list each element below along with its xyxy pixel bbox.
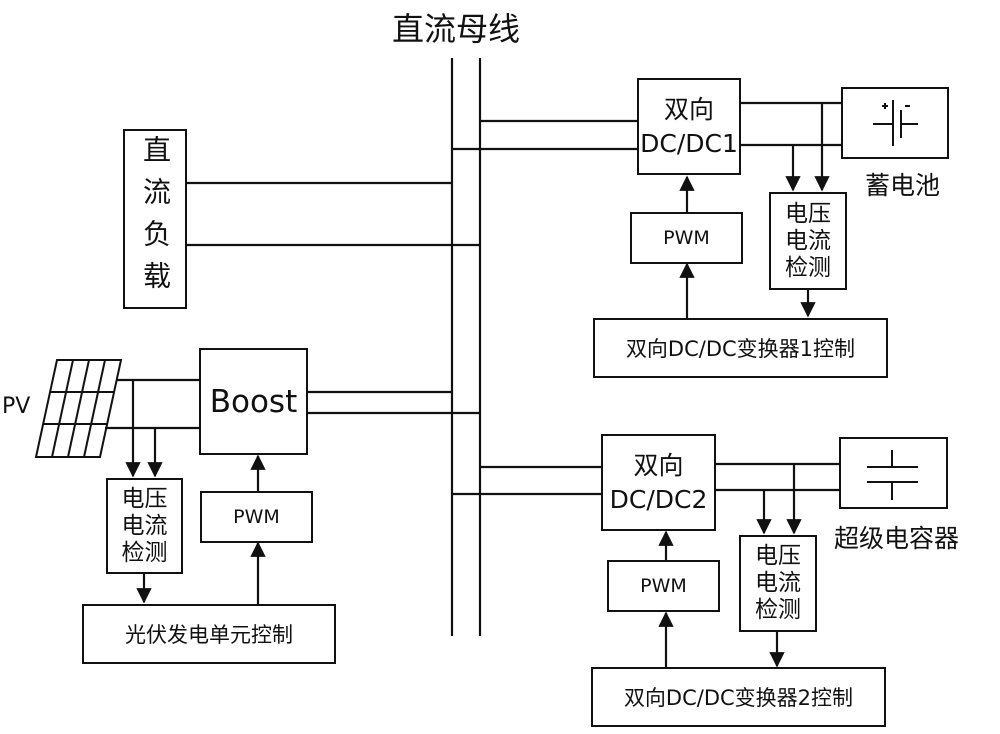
battery-sense-block[interactable]: 电压 电流 检测 <box>769 192 847 290</box>
pv-control-label: 光伏发电单元控制 <box>125 623 293 647</box>
dcdc1-pwm-block[interactable]: PWM <box>630 212 743 264</box>
battery-sense-line3: 检测 <box>785 254 831 281</box>
dc-load-block[interactable]: 直流负载 <box>123 129 187 309</box>
pv-label: PV <box>2 394 31 419</box>
pv-sense-line2: 电流 <box>121 512 168 539</box>
pv-control-block[interactable]: 光伏发电单元控制 <box>82 604 336 664</box>
battery-block[interactable] <box>841 87 949 159</box>
dcdc2-pwm-label: PWM <box>640 575 687 597</box>
dcdc1-control-block[interactable]: 双向DC/DC变换器1控制 <box>593 318 888 378</box>
supercap-sense-line1: 电压 <box>755 543 801 569</box>
dcdc1-converter-block[interactable]: 双向 DC/DC1 <box>637 78 741 175</box>
dc-bus-title: 直流母线 <box>392 10 521 48</box>
supercap-sense-line3: 检测 <box>755 597 801 623</box>
dcdc1-pwm-label: PWM <box>663 227 710 249</box>
dcdc2-control-block[interactable]: 双向DC/DC变换器2控制 <box>591 667 886 727</box>
battery-label: 蓄电池 <box>865 171 941 200</box>
dcdc2-line2: DC/DC2 <box>609 484 708 514</box>
battery-icon <box>873 100 918 146</box>
supercap-sense-line2: 电流 <box>755 570 801 596</box>
dcdc2-control-label: 双向DC/DC变换器2控制 <box>623 686 854 710</box>
battery-sense-line2: 电流 <box>785 227 831 254</box>
dcdc2-converter-block[interactable]: 双向 DC/DC2 <box>601 434 716 531</box>
dc-load-label: 直流负载 <box>139 135 172 303</box>
battery-sense-line1: 电压 <box>785 200 831 227</box>
dcdc1-line2: DC/DC1 <box>640 128 738 158</box>
dcdc2-line1: 双向 <box>633 450 684 480</box>
supercap-sense-block[interactable]: 电压 电流 检测 <box>739 535 817 632</box>
supercapacitor-label: 超级电容器 <box>834 524 960 553</box>
pv-sense-line1: 电压 <box>121 485 168 512</box>
dcdc1-line1: 双向 <box>663 94 714 124</box>
boost-label: Boost <box>209 383 298 420</box>
boost-converter-block[interactable]: Boost <box>199 348 308 455</box>
solar-panel-icon <box>34 359 123 458</box>
pv-pwm-block[interactable]: PWM <box>200 491 313 543</box>
pv-pwm-label: PWM <box>233 506 280 528</box>
dcdc1-control-label: 双向DC/DC变换器1控制 <box>625 337 856 361</box>
supercapacitor-block[interactable] <box>839 437 948 509</box>
pv-sense-block[interactable]: 电压 电流 检测 <box>106 478 183 574</box>
capacitor-icon <box>867 450 918 500</box>
pv-sense-line3: 检测 <box>121 539 168 566</box>
dcdc2-pwm-block[interactable]: PWM <box>607 560 720 612</box>
